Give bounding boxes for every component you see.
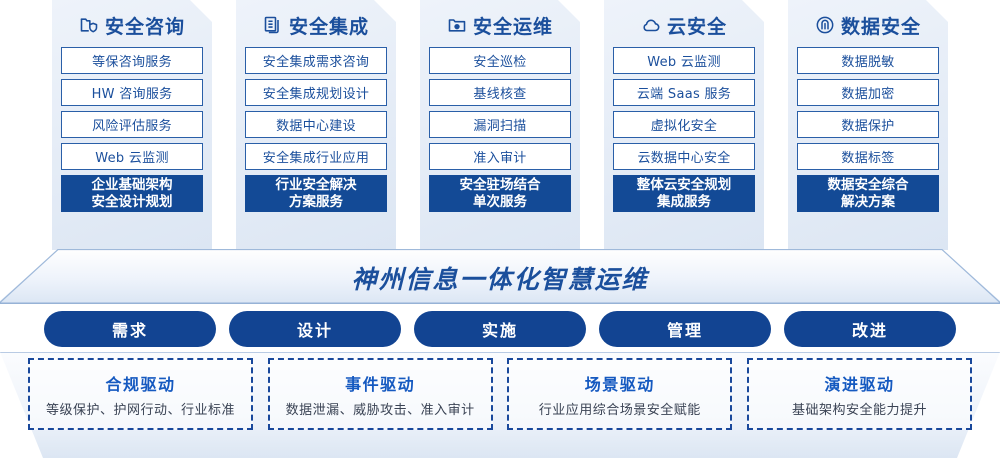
- service-item[interactable]: 虚拟化安全: [613, 111, 755, 138]
- service-item[interactable]: 漏洞扫描: [429, 111, 571, 138]
- cloud-icon: [641, 15, 661, 35]
- service-item[interactable]: Web 云监测: [61, 143, 203, 170]
- phase-pill-demand[interactable]: 需求: [44, 311, 216, 347]
- driver-title: 合规驱动: [105, 374, 176, 394]
- service-item[interactable]: 安全集成规划设计: [245, 79, 387, 106]
- folder-chart-icon: [447, 15, 467, 35]
- driver-incident[interactable]: 事件驱动 数据泄漏、威胁攻击、准入审计: [267, 358, 493, 430]
- column-title: 安全运维: [472, 15, 553, 38]
- highlight-line: 整体云安全规划: [636, 176, 732, 193]
- column-title: 数据安全: [840, 15, 921, 38]
- folder-shield-icon: [79, 15, 99, 35]
- column-header: 安全运维: [429, 8, 571, 42]
- banner-title: 神州信息一体化智慧运维: [351, 265, 649, 294]
- service-item[interactable]: 云端 Saas 服务: [613, 79, 755, 106]
- highlight-line: 单次服务: [473, 193, 527, 210]
- service-item[interactable]: 准入审计: [429, 143, 571, 170]
- column-title: 安全集成: [288, 15, 369, 38]
- column-highlight-box[interactable]: 行业安全解决 方案服务: [245, 175, 387, 212]
- phase-pills: 需求 设计 实施 管理 改进: [0, 311, 1000, 347]
- driver-subtitle: 数据泄漏、威胁攻击、准入审计: [285, 402, 475, 418]
- service-item[interactable]: Web 云监测: [613, 47, 755, 74]
- service-column-cloud-security[interactable]: 云安全 Web 云监测 云端 Saas 服务 虚拟化安全 云数据中心安全 整体云…: [604, 0, 764, 250]
- column-highlight-box[interactable]: 企业基础架构 安全设计规划: [61, 175, 203, 212]
- highlight-line: 数据安全综合: [827, 176, 909, 193]
- column-title: 云安全: [666, 15, 727, 38]
- stacked-documents-icon: [263, 15, 283, 35]
- driver-subtitle: 等级保护、护网行动、行业标准: [45, 402, 235, 418]
- service-column-security-operations[interactable]: 安全运维 安全巡检 基线核查 漏洞扫描 准入审计 安全驻场结合 单次服务: [420, 0, 580, 250]
- service-item[interactable]: 数据加密: [797, 79, 939, 106]
- column-title: 安全咨询: [104, 15, 185, 38]
- highlight-line: 安全驻场结合: [459, 176, 541, 193]
- drivers-list: 合规驱动 等级保护、护网行动、行业标准 事件驱动 数据泄漏、威胁攻击、准入审计 …: [0, 358, 1000, 452]
- driver-title: 演进驱动: [824, 374, 895, 394]
- phase-pill-manage[interactable]: 管理: [599, 311, 771, 347]
- service-item[interactable]: 等保咨询服务: [61, 47, 203, 74]
- service-item[interactable]: 安全集成行业应用: [245, 143, 387, 170]
- driver-title: 事件驱动: [345, 374, 416, 394]
- service-column-security-integration[interactable]: 安全集成 安全集成需求咨询 安全集成规划设计 数据中心建设 安全集成行业应用 行…: [236, 0, 396, 250]
- highlight-line: 安全设计规划: [91, 193, 173, 210]
- fingerprint-icon: [815, 15, 835, 35]
- service-item[interactable]: 数据中心建设: [245, 111, 387, 138]
- column-header: 云安全: [613, 8, 755, 42]
- phase-pill-implement[interactable]: 实施: [414, 311, 586, 347]
- service-item[interactable]: 基线核查: [429, 79, 571, 106]
- service-item[interactable]: 数据保护: [797, 111, 939, 138]
- highlight-line: 集成服务: [657, 193, 711, 210]
- driver-subtitle: 基础架构安全能力提升: [791, 402, 927, 418]
- driver-evolution[interactable]: 演进驱动 基础架构安全能力提升: [746, 358, 972, 430]
- column-header: 安全集成: [245, 8, 387, 42]
- driver-subtitle: 行业应用综合场景安全赋能: [538, 402, 701, 418]
- highlight-line: 行业安全解决: [275, 176, 357, 193]
- driver-compliance[interactable]: 合规驱动 等级保护、护网行动、行业标准: [28, 358, 253, 430]
- service-item[interactable]: 数据脱敏: [797, 47, 939, 74]
- driver-title: 场景驱动: [584, 374, 655, 394]
- service-columns: 安全咨询 等保咨询服务 HW 咨询服务 风险评估服务 Web 云监测 企业基础架…: [0, 0, 1000, 250]
- phase-pill-design[interactable]: 设计: [229, 311, 401, 347]
- service-column-data-security[interactable]: 数据安全 数据脱敏 数据加密 数据保护 数据标签 数据安全综合 解决方案: [788, 0, 948, 250]
- driver-scenario[interactable]: 场景驱动 行业应用综合场景安全赋能: [507, 358, 733, 430]
- service-item[interactable]: 云数据中心安全: [613, 143, 755, 170]
- phase-pill-improve[interactable]: 改进: [784, 311, 956, 347]
- column-highlight-box[interactable]: 数据安全综合 解决方案: [797, 175, 939, 212]
- column-highlight-box[interactable]: 整体云安全规划 集成服务: [613, 175, 755, 212]
- highlight-line: 解决方案: [841, 193, 895, 210]
- service-item[interactable]: 风险评估服务: [61, 111, 203, 138]
- highlight-line: 方案服务: [289, 193, 343, 210]
- column-highlight-box[interactable]: 安全驻场结合 单次服务: [429, 175, 571, 212]
- service-item[interactable]: 安全巡检: [429, 47, 571, 74]
- service-item[interactable]: 数据标签: [797, 143, 939, 170]
- service-item[interactable]: 安全集成需求咨询: [245, 47, 387, 74]
- drivers-panel: 合规驱动 等级保护、护网行动、行业标准 事件驱动 数据泄漏、威胁攻击、准入审计 …: [0, 352, 1000, 458]
- platform-banner: 神州信息一体化智慧运维: [0, 249, 1000, 304]
- service-item[interactable]: HW 咨询服务: [61, 79, 203, 106]
- column-header: 数据安全: [797, 8, 939, 42]
- highlight-line: 企业基础架构: [91, 176, 173, 193]
- service-column-security-consulting[interactable]: 安全咨询 等保咨询服务 HW 咨询服务 风险评估服务 Web 云监测 企业基础架…: [52, 0, 212, 250]
- column-header: 安全咨询: [61, 8, 203, 42]
